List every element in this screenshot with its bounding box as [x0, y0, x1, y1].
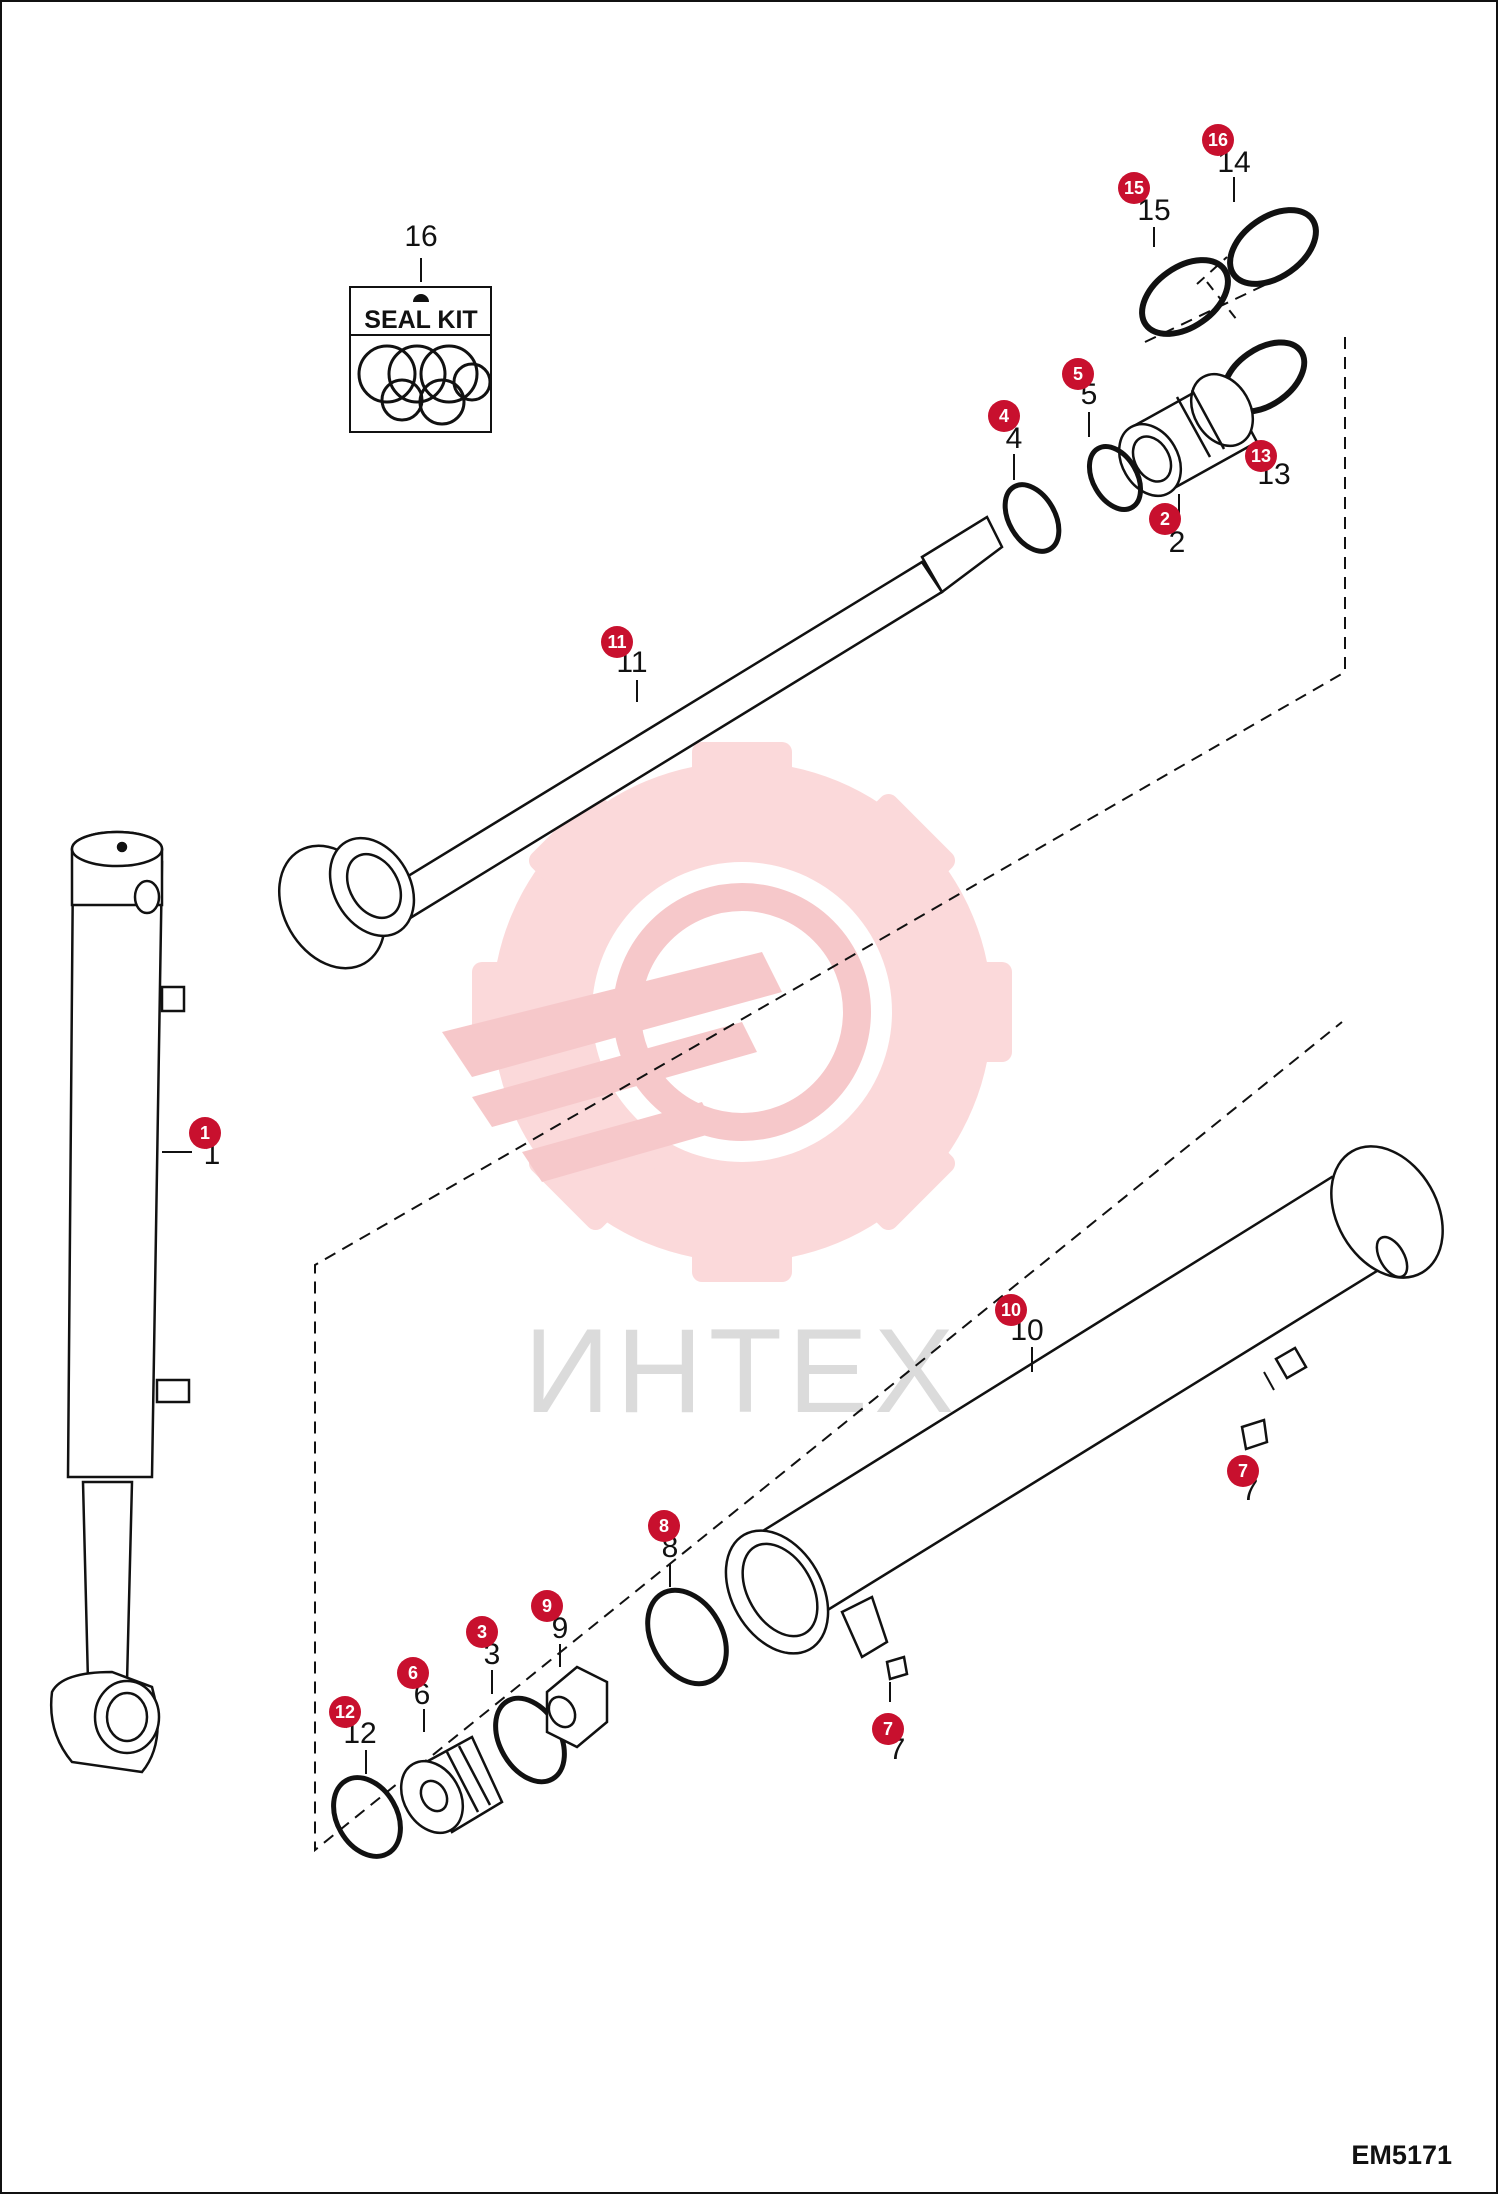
badge-circle	[397, 1657, 429, 1689]
rod-seal-part-4[interactable]	[994, 475, 1070, 560]
badge-circle	[531, 1590, 563, 1622]
callout-c5[interactable]: 55	[1062, 358, 1097, 437]
o-ring-part-15[interactable]	[1128, 245, 1241, 349]
badge-number: 10	[1001, 1300, 1021, 1320]
seal-kit-label: SEAL KIT	[364, 306, 477, 334]
o-rings-icon	[357, 344, 492, 426]
callout-number: 2	[1169, 526, 1186, 559]
badge-circle	[1202, 124, 1234, 156]
piston-rod-part-11[interactable]	[258, 515, 1004, 987]
gland-part-2[interactable]	[1107, 363, 1265, 507]
badge-circle	[988, 400, 1020, 432]
badge-circle	[995, 1294, 1027, 1326]
callout-c2[interactable]: 22	[1149, 494, 1185, 559]
callout-c8[interactable]: 88	[648, 1510, 680, 1587]
lock-nut-part-9[interactable]	[544, 1665, 609, 1749]
wiper-ring-part-5[interactable]	[1079, 438, 1151, 519]
seal-kit-number: 16	[404, 220, 437, 253]
badge-circle	[329, 1696, 361, 1728]
drawing-code: EM5171	[1351, 2140, 1452, 2170]
badge-number: 7	[1238, 1461, 1248, 1481]
badge-number: 2	[1160, 509, 1170, 529]
badge-number: 5	[1073, 364, 1083, 384]
leader-line	[1263, 1371, 1275, 1391]
callout-c1[interactable]: 11	[162, 1117, 221, 1171]
hanger-hole-icon	[413, 294, 429, 302]
badge-number: 4	[999, 406, 1009, 426]
badge-number: 16	[1208, 130, 1228, 150]
badge-number: 8	[659, 1516, 669, 1536]
badge-number: 1	[200, 1123, 210, 1143]
badge-circle	[1149, 503, 1181, 535]
piston-part-6[interactable]	[389, 1735, 504, 1844]
cylinder-assembly-part-1[interactable]	[50, 830, 191, 1774]
badge-number: 12	[335, 1702, 355, 1722]
badge-number: 9	[542, 1596, 552, 1616]
badge-number: 11	[607, 632, 626, 652]
badge-circle	[601, 626, 633, 658]
callouts: 1416151555441313221111111010778899336612…	[162, 124, 1291, 1774]
callout-c4[interactable]: 44	[988, 400, 1022, 480]
callout-c7a[interactable]: 77	[1227, 1371, 1275, 1507]
badge-circle	[1118, 172, 1150, 204]
watermark-text: ИНТЕХ	[524, 1304, 960, 1438]
cylinder-barrel-part-10[interactable]	[705, 1126, 1465, 1681]
badge-circle	[189, 1117, 221, 1149]
badge-number: 6	[408, 1663, 418, 1683]
badge-circle	[648, 1510, 680, 1542]
badge-number: 3	[477, 1622, 487, 1642]
callout-c3[interactable]: 33	[466, 1616, 500, 1694]
badge-number: 7	[883, 1719, 893, 1739]
callout-number: 9	[552, 1612, 569, 1645]
badge-number: 13	[1251, 446, 1271, 466]
assembly-dashed-line	[314, 337, 1346, 1853]
callout-c6[interactable]: 66	[397, 1657, 430, 1732]
o-ring-part-14[interactable]	[1216, 195, 1329, 299]
seal-kit-box[interactable]: 16 SEAL KIT	[349, 220, 492, 433]
badge-circle	[1062, 358, 1094, 390]
badge-circle	[1227, 1455, 1259, 1487]
o-ring-part-8[interactable]	[632, 1576, 743, 1698]
badge-circle	[872, 1713, 904, 1745]
callout-c7b[interactable]: 77	[872, 1682, 905, 1766]
watermark-logo: ИНТЕХ	[442, 742, 1012, 1438]
o-ring-part-12[interactable]	[320, 1766, 414, 1869]
callout-c9[interactable]: 99	[531, 1590, 568, 1667]
badge-circle	[466, 1616, 498, 1648]
badge-circle	[1245, 440, 1277, 472]
badge-number: 15	[1124, 178, 1144, 198]
